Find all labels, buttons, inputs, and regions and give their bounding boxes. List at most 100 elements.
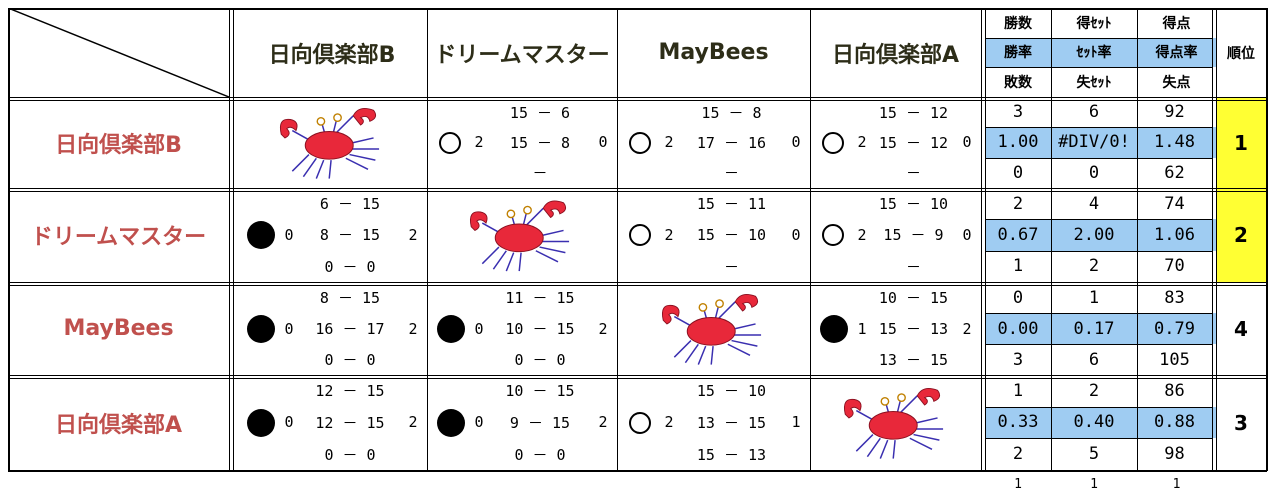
- sets-lost-count: 0: [962, 133, 972, 152]
- open-circle-icon: [629, 411, 651, 434]
- stat-header-point-rate: 得点率: [1155, 45, 1198, 62]
- set-score-line: 15 － 10: [878, 195, 949, 214]
- crab-icon: [469, 200, 570, 272]
- set-score-line: 12 － 15: [315, 382, 385, 401]
- stat-points-against: 98: [1164, 444, 1185, 465]
- open-circle-icon: [629, 224, 651, 246]
- grid-line: [8, 8, 10, 471]
- footer-check-value: 1: [1014, 476, 1022, 492]
- sets-lost-count: 0: [598, 133, 608, 152]
- grid-line: [8, 188, 1267, 189]
- rank-header: 順位: [1227, 45, 1255, 62]
- team-column-header: ドリームマスター: [434, 42, 610, 68]
- filled-circle-icon: [437, 314, 465, 343]
- footer-check-value: 1: [1090, 476, 1098, 492]
- stat-sets-lost: 6: [1088, 349, 1100, 370]
- rank-value: 4: [1234, 316, 1248, 341]
- rank-value: 1: [1234, 130, 1248, 155]
- corner-diagonal: [8, 8, 229, 97]
- stat-sets-won: 1: [1088, 287, 1100, 308]
- stat-set-rate: 0.40: [1073, 412, 1115, 433]
- grid-line: [8, 375, 1267, 376]
- stat-win-rate: 0.33: [997, 412, 1039, 433]
- grid-line: [985, 251, 1212, 252]
- stat-sets-won: 2: [1088, 380, 1100, 401]
- grid-line: [8, 282, 1267, 283]
- stat-point-rate: 1.48: [1154, 132, 1195, 153]
- sets-won-count: 2: [664, 225, 674, 244]
- grid-line: [985, 438, 1212, 439]
- sets-lost-count: 2: [408, 225, 418, 244]
- grid-line: [985, 38, 1212, 39]
- sets-won-count: 0: [474, 413, 484, 432]
- grid-line: [1212, 8, 1213, 471]
- set-score-line: 17 － 16: [696, 133, 767, 152]
- stat-points-for: 74: [1164, 193, 1185, 214]
- stat-wins: 3: [1012, 102, 1024, 123]
- sets-won-count: 0: [284, 319, 294, 338]
- filled-circle-icon: [247, 408, 275, 437]
- set-score-line: 15 － 10: [696, 382, 767, 401]
- footer-check-value: 1: [1172, 476, 1181, 492]
- filled-circle-icon: [247, 221, 275, 249]
- stat-points-for: 92: [1164, 102, 1185, 123]
- stat-wins: 0: [1012, 287, 1024, 308]
- stat-header-points-for: 得点: [1162, 15, 1191, 32]
- grid-line: [8, 100, 1267, 101]
- stat-points-for: 86: [1164, 380, 1185, 401]
- grid-line: [1216, 8, 1217, 471]
- set-score-line: 0 － 0: [324, 445, 376, 464]
- grid-line: [985, 127, 1212, 128]
- crab-icon: [661, 293, 761, 365]
- filled-circle-icon: [437, 408, 465, 437]
- sets-won-count: 0: [284, 413, 294, 432]
- stat-losses: 2: [1012, 444, 1024, 465]
- stat-header-sets-won: 得ｾｯﾄ: [1076, 15, 1112, 32]
- sets-lost-count: 0: [791, 225, 801, 244]
- set-score-line: 0 － 0: [324, 257, 376, 276]
- set-score-line: 15 － 8: [509, 133, 571, 152]
- set-score-line: 8 － 15: [319, 289, 381, 307]
- set-score-line: 6 － 15: [319, 195, 381, 214]
- rate-band: [985, 127, 1216, 158]
- set-score-line: 10 － 15: [505, 382, 575, 401]
- set-score-line: 15 － 12: [878, 103, 949, 122]
- grid-line: [8, 191, 1267, 192]
- sets-won-count: 2: [474, 133, 484, 152]
- stat-set-rate: 2.00: [1073, 224, 1115, 245]
- set-score-line: 13 － 15: [696, 413, 767, 432]
- stat-points-against: 70: [1164, 256, 1185, 277]
- rank-highlight: [1216, 188, 1266, 282]
- rank-highlight: [1216, 97, 1266, 188]
- team-column-header: 日向倶楽部A: [831, 42, 960, 68]
- team-row-header: 日向倶楽部B: [55, 132, 182, 158]
- rank-value: 2: [1234, 223, 1248, 247]
- set-score-line: 15 － 10: [696, 226, 767, 245]
- sets-won-count: 2: [664, 413, 674, 432]
- team-row-header: ドリームマスター: [30, 225, 207, 250]
- set-score-line: 10 － 15: [878, 289, 949, 307]
- set-score-line: 11 － 15: [505, 289, 575, 307]
- filled-circle-icon: [820, 314, 848, 343]
- set-score-line: 0 － 0: [514, 445, 566, 464]
- stat-sets-lost: 0: [1088, 162, 1100, 183]
- grid-line: [981, 8, 982, 471]
- set-score-line: 15 － 8: [701, 103, 762, 122]
- stat-win-rate: 0.67: [997, 224, 1039, 245]
- sets-won-count: 0: [284, 225, 294, 244]
- rate-band: [985, 406, 1216, 439]
- grid-line: [229, 8, 230, 471]
- sets-lost-count: 2: [598, 413, 608, 432]
- set-score-line: 15 － 11: [696, 195, 767, 214]
- stat-point-rate: 1.06: [1154, 224, 1195, 245]
- sets-won-count: 2: [857, 133, 867, 152]
- set-score-line: －: [905, 257, 921, 276]
- crab-icon: [279, 107, 380, 179]
- set-score-line: 10 － 15: [505, 320, 575, 338]
- grid-line: [1266, 8, 1268, 471]
- set-score-line: 15 － 12: [878, 133, 949, 152]
- rank-value: 3: [1234, 410, 1248, 435]
- sets-won-count: 1: [857, 319, 867, 338]
- set-score-line: －: [532, 164, 548, 183]
- team-column-header: MayBees: [658, 40, 769, 65]
